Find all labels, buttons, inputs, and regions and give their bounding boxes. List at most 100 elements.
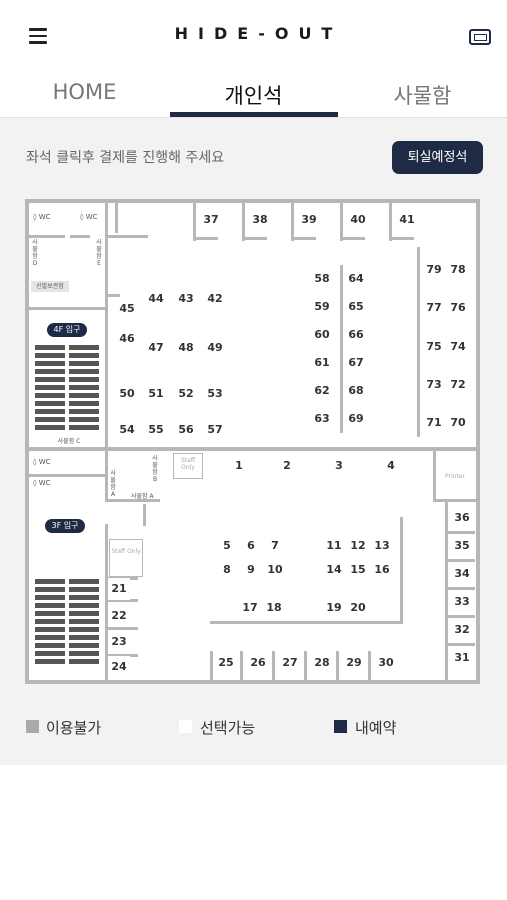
seat-38[interactable]: 38 bbox=[249, 209, 271, 231]
seat-50[interactable]: 50 bbox=[116, 383, 138, 405]
seat-46[interactable]: 46 bbox=[116, 328, 138, 350]
seat-73[interactable]: 73 bbox=[423, 374, 445, 396]
map-wall bbox=[389, 237, 414, 240]
seat-28[interactable]: 28 bbox=[311, 652, 333, 674]
seat-69[interactable]: 69 bbox=[345, 408, 367, 430]
seat-14[interactable]: 14 bbox=[323, 559, 345, 581]
seat-7[interactable]: 7 bbox=[264, 535, 286, 557]
seat-67[interactable]: 67 bbox=[345, 352, 367, 374]
seat-76[interactable]: 76 bbox=[447, 297, 469, 319]
seat-26[interactable]: 26 bbox=[247, 652, 269, 674]
seat-52[interactable]: 52 bbox=[175, 383, 197, 405]
instruction-text: 좌석 클릭후 결제를 진행해 주세요 bbox=[26, 150, 225, 166]
seat-24[interactable]: 24 bbox=[108, 656, 130, 678]
stair-step bbox=[69, 361, 99, 366]
seat-32[interactable]: 32 bbox=[451, 619, 473, 641]
seat-35[interactable]: 35 bbox=[451, 535, 473, 557]
seat-33[interactable]: 33 bbox=[451, 591, 473, 613]
map-wall bbox=[108, 599, 138, 602]
seat-42[interactable]: 42 bbox=[204, 288, 226, 310]
seat-68[interactable]: 68 bbox=[345, 380, 367, 402]
seat-11[interactable]: 11 bbox=[323, 535, 345, 557]
seat-25[interactable]: 25 bbox=[215, 652, 237, 674]
seat-5[interactable]: 5 bbox=[216, 535, 238, 557]
seat-10[interactable]: 10 bbox=[264, 559, 286, 581]
seat-54[interactable]: 54 bbox=[116, 419, 138, 441]
seat-58[interactable]: 58 bbox=[311, 268, 333, 290]
seat-21[interactable]: 21 bbox=[108, 578, 130, 600]
seat-8[interactable]: 8 bbox=[216, 559, 238, 581]
seat-63[interactable]: 63 bbox=[311, 408, 333, 430]
seat-41[interactable]: 41 bbox=[396, 209, 418, 231]
seat-29[interactable]: 29 bbox=[343, 652, 365, 674]
seat-18[interactable]: 18 bbox=[263, 597, 285, 619]
seat-4[interactable]: 4 bbox=[380, 455, 402, 477]
stair-step bbox=[69, 635, 99, 640]
seat-30[interactable]: 30 bbox=[375, 652, 397, 674]
map-wall bbox=[25, 199, 29, 684]
seat-20[interactable]: 20 bbox=[347, 597, 369, 619]
tab-home[interactable]: HOME bbox=[52, 80, 117, 104]
seat-23[interactable]: 23 bbox=[108, 631, 130, 653]
seat-59[interactable]: 59 bbox=[311, 296, 333, 318]
map-wall bbox=[291, 237, 316, 240]
seat-64[interactable]: 64 bbox=[345, 268, 367, 290]
seat-44[interactable]: 44 bbox=[145, 288, 167, 310]
seat-39[interactable]: 39 bbox=[298, 209, 320, 231]
seat-48[interactable]: 48 bbox=[175, 337, 197, 359]
seat-45[interactable]: 45 bbox=[116, 298, 138, 320]
seat-2[interactable]: 2 bbox=[276, 455, 298, 477]
seat-13[interactable]: 13 bbox=[371, 535, 393, 557]
seat-74[interactable]: 74 bbox=[447, 336, 469, 358]
seat-15[interactable]: 15 bbox=[347, 559, 369, 581]
seat-3[interactable]: 3 bbox=[328, 455, 350, 477]
seat-55[interactable]: 55 bbox=[145, 419, 167, 441]
seat-78[interactable]: 78 bbox=[447, 259, 469, 281]
stair-step bbox=[69, 385, 99, 390]
seat-31[interactable]: 31 bbox=[451, 647, 473, 669]
seat-1[interactable]: 1 bbox=[228, 455, 250, 477]
seat-57[interactable]: 57 bbox=[204, 419, 226, 441]
seat-12[interactable]: 12 bbox=[347, 535, 369, 557]
wc-icon: ◊ WC bbox=[33, 479, 51, 487]
seat-71[interactable]: 71 bbox=[423, 412, 445, 434]
seat-43[interactable]: 43 bbox=[175, 288, 197, 310]
seat-6[interactable]: 6 bbox=[240, 535, 262, 557]
seat-17[interactable]: 17 bbox=[239, 597, 261, 619]
stair-step bbox=[35, 385, 65, 390]
seat-60[interactable]: 60 bbox=[311, 324, 333, 346]
seat-40[interactable]: 40 bbox=[347, 209, 369, 231]
seat-49[interactable]: 49 bbox=[204, 337, 226, 359]
seat-70[interactable]: 70 bbox=[447, 412, 469, 434]
seat-19[interactable]: 19 bbox=[323, 597, 345, 619]
seat-77[interactable]: 77 bbox=[423, 297, 445, 319]
seat-75[interactable]: 75 bbox=[423, 336, 445, 358]
tab-personal-seat[interactable]: 개인석 bbox=[224, 84, 283, 108]
seat-9[interactable]: 9 bbox=[240, 559, 262, 581]
map-wall bbox=[143, 504, 146, 526]
seat-53[interactable]: 53 bbox=[204, 383, 226, 405]
locker-b-label: 사물함 B bbox=[152, 455, 158, 483]
seat-36[interactable]: 36 bbox=[451, 507, 473, 529]
seat-47[interactable]: 47 bbox=[145, 337, 167, 359]
map-wall bbox=[242, 203, 245, 241]
seat-16[interactable]: 16 bbox=[371, 559, 393, 581]
seat-72[interactable]: 72 bbox=[447, 374, 469, 396]
map-wall bbox=[445, 587, 475, 590]
seat-51[interactable]: 51 bbox=[145, 383, 167, 405]
ticket-icon[interactable] bbox=[469, 29, 491, 45]
seat-79[interactable]: 79 bbox=[423, 259, 445, 281]
seat-56[interactable]: 56 bbox=[175, 419, 197, 441]
hamburger-menu-icon[interactable] bbox=[29, 28, 47, 44]
seat-37[interactable]: 37 bbox=[200, 209, 222, 231]
map-wall bbox=[445, 531, 475, 534]
seat-61[interactable]: 61 bbox=[311, 352, 333, 374]
seat-22[interactable]: 22 bbox=[108, 605, 130, 627]
seat-34[interactable]: 34 bbox=[451, 563, 473, 585]
tab-locker[interactable]: 사물함 bbox=[393, 84, 452, 108]
checkout-schedule-button[interactable]: 퇴실예정석 bbox=[392, 141, 483, 174]
seat-66[interactable]: 66 bbox=[345, 324, 367, 346]
seat-62[interactable]: 62 bbox=[311, 380, 333, 402]
seat-27[interactable]: 27 bbox=[279, 652, 301, 674]
seat-65[interactable]: 65 bbox=[345, 296, 367, 318]
